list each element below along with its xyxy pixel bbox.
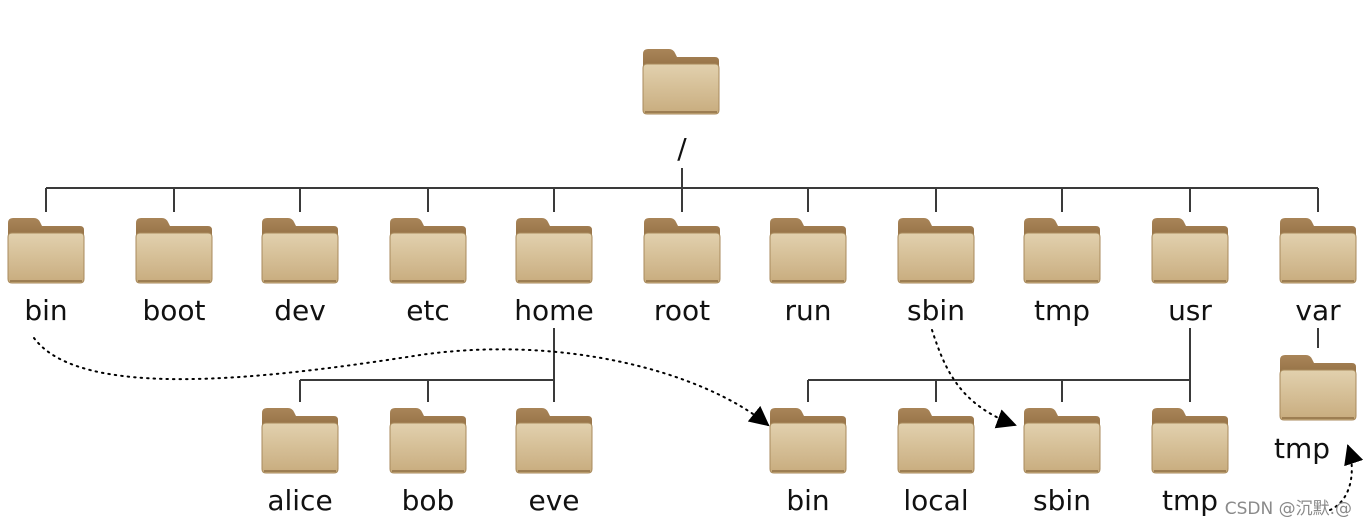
- folder-label: sbin: [907, 294, 965, 327]
- symlink-arrow-bin: [33, 337, 770, 427]
- folder-var[interactable]: var: [1279, 217, 1357, 327]
- folder-usr[interactable]: usr: [1151, 217, 1229, 327]
- folder-label: sbin: [1033, 484, 1091, 517]
- usr-children: bin local sbin tmp: [769, 407, 1229, 517]
- folder-run[interactable]: run: [769, 217, 847, 327]
- folder-label: home: [514, 294, 593, 327]
- folder-var-tmp[interactable]: tmp: [1274, 354, 1357, 465]
- folder-label: var: [1295, 294, 1341, 327]
- folder-tmp[interactable]: tmp: [1023, 217, 1101, 327]
- folder-sbin[interactable]: sbin: [897, 217, 975, 327]
- folder-usr-local[interactable]: local: [897, 407, 975, 517]
- folder-label: tmp: [1034, 294, 1090, 327]
- folder-icon: [1151, 217, 1229, 284]
- folder-home[interactable]: home: [514, 217, 594, 327]
- folder-label: alice: [267, 484, 332, 517]
- folder-icon: [769, 217, 847, 284]
- folder-label: bin: [24, 294, 67, 327]
- watermark: CSDN @沉默.@: [1225, 499, 1352, 519]
- folder-usr-bin[interactable]: bin: [769, 407, 847, 517]
- folder-icon: [1279, 217, 1357, 284]
- level1-folders: bin boot dev etc home root run sbin: [7, 217, 1357, 327]
- folder-icon: [642, 48, 720, 115]
- folder-icon: [897, 217, 975, 284]
- folder-icon: [769, 407, 847, 474]
- folder-label: bin: [786, 484, 829, 517]
- symlink-arrow-tmp: [1329, 444, 1364, 511]
- folder-icon: [389, 217, 467, 284]
- folder-etc[interactable]: etc: [389, 217, 467, 327]
- folder-icon: [515, 407, 593, 474]
- folder-icon: [261, 407, 339, 474]
- symlink-arrows: [33, 329, 1364, 511]
- folder-icon: [135, 217, 213, 284]
- folder-label: dev: [274, 294, 326, 327]
- folder-icon: [389, 407, 467, 474]
- folder-label: run: [784, 294, 831, 327]
- symlink-arrow-sbin: [931, 329, 1017, 429]
- folder-label: usr: [1168, 294, 1212, 327]
- folder-label: tmp: [1274, 432, 1330, 465]
- folder-root[interactable]: root: [643, 217, 721, 327]
- folder-label: eve: [528, 484, 579, 517]
- folder-bob[interactable]: bob: [389, 407, 467, 517]
- folder-boot[interactable]: boot: [135, 217, 213, 327]
- folder-usr-tmp[interactable]: tmp: [1151, 407, 1229, 517]
- folder-label: root: [654, 294, 710, 327]
- folder-label: etc: [406, 294, 450, 327]
- folder-icon: [515, 217, 593, 284]
- root-folder[interactable]: /: [642, 48, 720, 165]
- root-label: /: [677, 132, 687, 165]
- folder-label: boot: [142, 294, 205, 327]
- tree-connectors: [45, 168, 1319, 402]
- folder-icon: [1023, 217, 1101, 284]
- folder-label: bob: [402, 484, 455, 517]
- folder-icon: [643, 217, 721, 284]
- folder-icon: [7, 217, 85, 284]
- folder-icon: [261, 217, 339, 284]
- folder-icon: [1023, 407, 1101, 474]
- home-children: alice bob eve: [261, 407, 593, 517]
- folder-label: tmp: [1162, 484, 1218, 517]
- folder-alice[interactable]: alice: [261, 407, 339, 517]
- folder-eve[interactable]: eve: [515, 407, 593, 517]
- folder-icon: [1151, 407, 1229, 474]
- folder-dev[interactable]: dev: [261, 217, 339, 327]
- folder-icon: [1279, 354, 1357, 421]
- folder-bin[interactable]: bin: [7, 217, 85, 327]
- folder-icon: [897, 407, 975, 474]
- folder-usr-sbin[interactable]: sbin: [1023, 407, 1101, 517]
- folder-label: local: [903, 484, 968, 517]
- var-children: tmp: [1274, 354, 1357, 465]
